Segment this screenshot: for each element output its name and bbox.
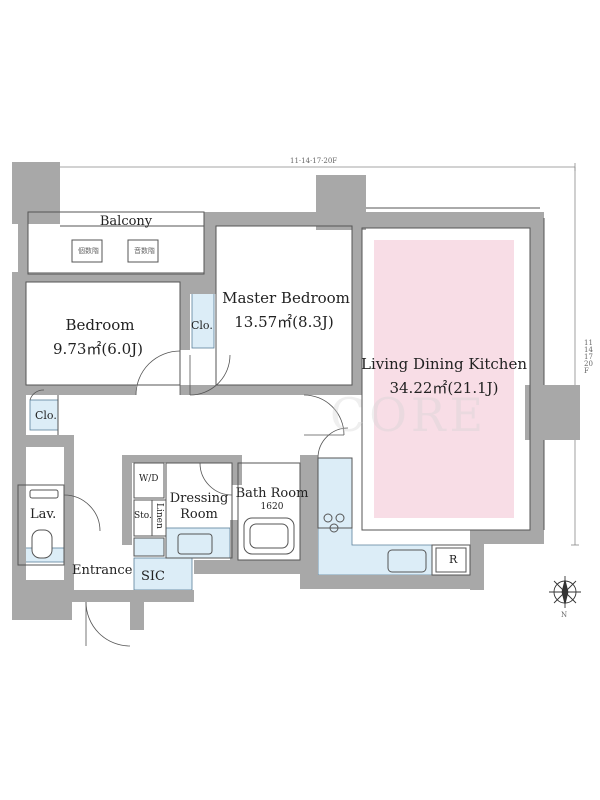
lav-label: Lav. [30, 507, 57, 522]
ldk-highlight [374, 240, 514, 518]
ldk-name: Living Dining Kitchen [360, 355, 528, 373]
dimension-right-f: F [584, 367, 589, 375]
master-closet-label: Clo. [191, 319, 213, 332]
balcony-unit-right: 音数階 [134, 247, 155, 255]
compass-north-label: N [561, 611, 568, 619]
dimension-top-label: 11·14·17·20F [290, 157, 338, 165]
balcony-unit-left: 個数階 [78, 247, 99, 255]
bath-room-name: Bath Room [235, 486, 309, 501]
bath-room-size: 1620 [260, 502, 284, 512]
entrance-label: Entrance [72, 563, 133, 578]
wd-label: W/D [139, 474, 159, 484]
door-swings [29, 350, 349, 647]
linen-label: Linen [154, 503, 164, 529]
dimension-right-label: 11 14 17 20 F [584, 340, 596, 375]
bedroom-name: Bedroom [65, 316, 135, 334]
dimension-right-14: 14 [584, 346, 593, 354]
master-bedroom-area: 13.57㎡(8.3J) [234, 313, 334, 331]
sic-label: SIC [141, 569, 165, 584]
dimension-right-20: 20 [584, 360, 593, 368]
storage-label: Sto. [134, 511, 152, 521]
walls [12, 162, 580, 630]
dimension-right-17: 17 [584, 353, 593, 361]
refrigerator-label: R [449, 553, 458, 566]
dressing-room-line1: Dressing [169, 491, 229, 506]
compass [549, 576, 581, 608]
watermark: CORE [330, 388, 488, 442]
master-bedroom-name: Master Bedroom [222, 289, 350, 307]
dimension-right-11: 11 [584, 339, 593, 347]
bedroom-area: 9.73㎡(6.0J) [53, 340, 143, 358]
dressing-room-line2: Room [180, 507, 218, 522]
ldk-area: 34.22㎡(21.1J) [389, 379, 499, 397]
bedroom-closet-label: Clo. [35, 409, 57, 422]
interior-lines [17, 207, 545, 576]
balcony-label: Balcony [99, 214, 153, 229]
fixtures [29, 239, 467, 573]
